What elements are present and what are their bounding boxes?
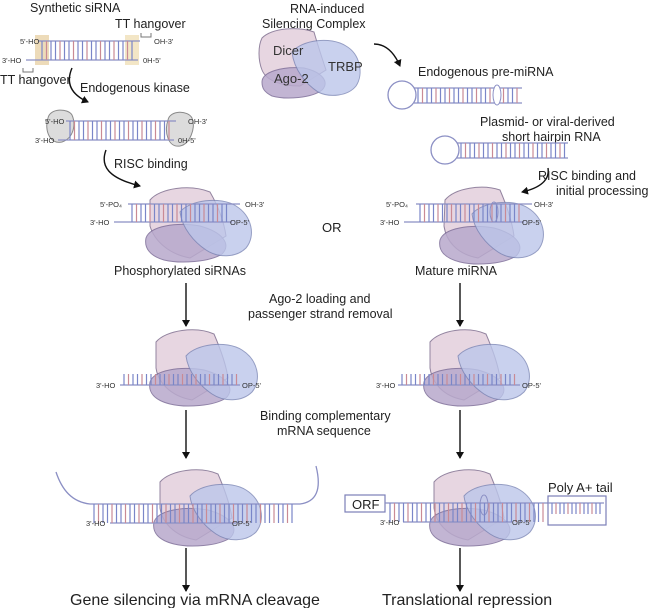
- trbp-shape: [185, 343, 258, 401]
- base-pairs: [123, 374, 238, 385]
- base-pairs: [69, 121, 170, 140]
- base-pairs: [389, 503, 544, 522]
- end-3-ho: 3'-HO: [380, 518, 400, 527]
- end-3-ho: 3'-HO: [376, 381, 396, 390]
- hairpin-loop: [430, 135, 460, 165]
- end-oh-3: OH-3': [154, 37, 174, 46]
- mrna-cleavage-complex: 3'-HO OP-5': [55, 465, 319, 547]
- bulge: [492, 84, 502, 106]
- end-op-5: OP-5': [522, 381, 542, 390]
- trbp-shape: [463, 483, 536, 541]
- risc-title-line1: RNA-induced: [290, 2, 364, 16]
- end-3-ho: 3'-HO: [86, 519, 106, 528]
- end-5-ho: 5'-HO: [45, 117, 65, 126]
- binding-compl-line1: Binding complementary: [260, 409, 391, 423]
- end-op-5: OP-5': [512, 518, 532, 527]
- risc-title-line2: Silencing Complex: [262, 17, 366, 31]
- end-op-5: OP-5': [522, 218, 542, 227]
- end-oh-3: OH-3': [245, 200, 265, 209]
- gene-silencing-outcome: Gene silencing via mRNA cleavage: [70, 592, 320, 608]
- base-pairs: [460, 143, 566, 158]
- risc-binding-label: RISC binding: [114, 157, 188, 171]
- risc-binding-arrow: [103, 149, 141, 189]
- loaded-ago2-left: 3'-HO OP-5': [96, 329, 262, 407]
- phosphorylated-sirna-complex: 5'-PO₄ 3'-HO OH-3' OP-5' Phosphorylated …: [90, 187, 265, 278]
- end-oh-3: OH-3': [188, 117, 208, 126]
- trbp-shape: [179, 199, 252, 257]
- synthetic-sirna-group: Synthetic siRNA TT hangover 5'-HO 3'-HO …: [0, 1, 190, 104]
- tt-hangover-top-bracket: [140, 33, 152, 38]
- hairpin-loop: [387, 80, 417, 110]
- end-5-po4: 5'-PO₄: [100, 200, 122, 209]
- bulge: [489, 201, 499, 223]
- trbp-shape: [291, 39, 361, 96]
- kinase-arrow: [68, 67, 89, 104]
- risc-legend-group: RNA-induced Silencing Complex Dicer Ago-…: [258, 2, 402, 99]
- base-pairs: [401, 374, 516, 385]
- ago2-loading-line2: passenger strand removal: [248, 307, 393, 321]
- mirna-precursors-group: Endogenous pre-miRNA Plasmid- or viral-d…: [387, 65, 648, 198]
- mature-mirna-label: Mature miRNA: [415, 264, 498, 278]
- base-pairs: [131, 204, 228, 222]
- base-pairs: [417, 88, 518, 103]
- poly-a-box: [547, 495, 607, 526]
- endogenous-pre-mirna-label: Endogenous pre-miRNA: [418, 65, 554, 79]
- trbp-label: TRBP: [328, 59, 363, 74]
- ago2-loading-line1: Ago-2 loading and: [269, 292, 371, 306]
- translational-repression-complex: ORF 3'-HO OP-5' Poly A+ tail: [344, 469, 613, 547]
- base-pairs: [419, 204, 520, 222]
- plasmid-label-line2: short hairpin RNA: [502, 130, 601, 144]
- base-pairs: [41, 41, 133, 60]
- plasmid-label-line1: Plasmid- or viral-derived: [480, 115, 615, 129]
- synthetic-sirna-label: Synthetic siRNA: [30, 1, 121, 15]
- dicer-label: Dicer: [273, 43, 304, 58]
- base-pairs: [93, 504, 293, 523]
- end-op-5: OP-5': [232, 519, 252, 528]
- orf-label: ORF: [352, 497, 380, 512]
- risc-binding-initial-arrow: [521, 167, 549, 195]
- target-mrna: [55, 465, 319, 505]
- end-5-ho: 5'-HO: [20, 37, 40, 46]
- end-5-po4: 5'-PO₄: [386, 200, 408, 209]
- mature-mirna-complex: 5'-PO₄ 3'-HO OH-3' OP-5' Mature miRNA: [380, 186, 554, 278]
- risc-binding-initial-line2: initial processing: [556, 184, 648, 198]
- trbp-shape: [457, 343, 530, 401]
- capped-sirna-group: 5'-HO 3'-HO OH-3' 0H-5' RISC binding: [35, 109, 208, 189]
- tt-hangover-bottom-label: TT hangover: [0, 73, 71, 87]
- ago2-label: Ago-2: [274, 71, 309, 86]
- risc-to-premirna-arrow: [373, 43, 402, 67]
- end-3-ho: 3'-HO: [2, 56, 22, 65]
- binding-compl-line2: mRNA sequence: [277, 424, 371, 438]
- end-oh-5: 0H-5': [178, 136, 196, 145]
- risc-binding-initial-line1: RISC binding and: [538, 169, 636, 183]
- tt-hangover-top-label: TT hangover: [115, 17, 186, 31]
- end-3-ho: 3'-HO: [96, 381, 116, 390]
- poly-a-bases: [551, 503, 601, 514]
- translational-repression-outcome: Translational repression: [382, 592, 552, 608]
- end-op-5: OP-5': [230, 218, 250, 227]
- tt-hangover-bottom-bracket: [22, 68, 34, 73]
- end-3-ho: 3'-HO: [90, 218, 110, 227]
- trbp-shape: [189, 483, 262, 541]
- end-3-ho: 3'-HO: [380, 218, 400, 227]
- end-op-5: OP-5': [242, 381, 262, 390]
- cap-left: [46, 109, 75, 143]
- end-oh-3: OH-3': [534, 200, 554, 209]
- phosphorylated-sirnas-label: Phosphorylated siRNAs: [114, 264, 246, 278]
- end-3-ho: 3'-HO: [35, 136, 55, 145]
- loaded-ago2-right: 3'-HO OP-5': [376, 329, 542, 407]
- endogenous-kinase-label: Endogenous kinase: [80, 81, 190, 95]
- end-oh-5: 0H-5': [143, 56, 161, 65]
- poly-a-tail-label: Poly A+ tail: [548, 480, 613, 495]
- or-label: OR: [322, 220, 342, 235]
